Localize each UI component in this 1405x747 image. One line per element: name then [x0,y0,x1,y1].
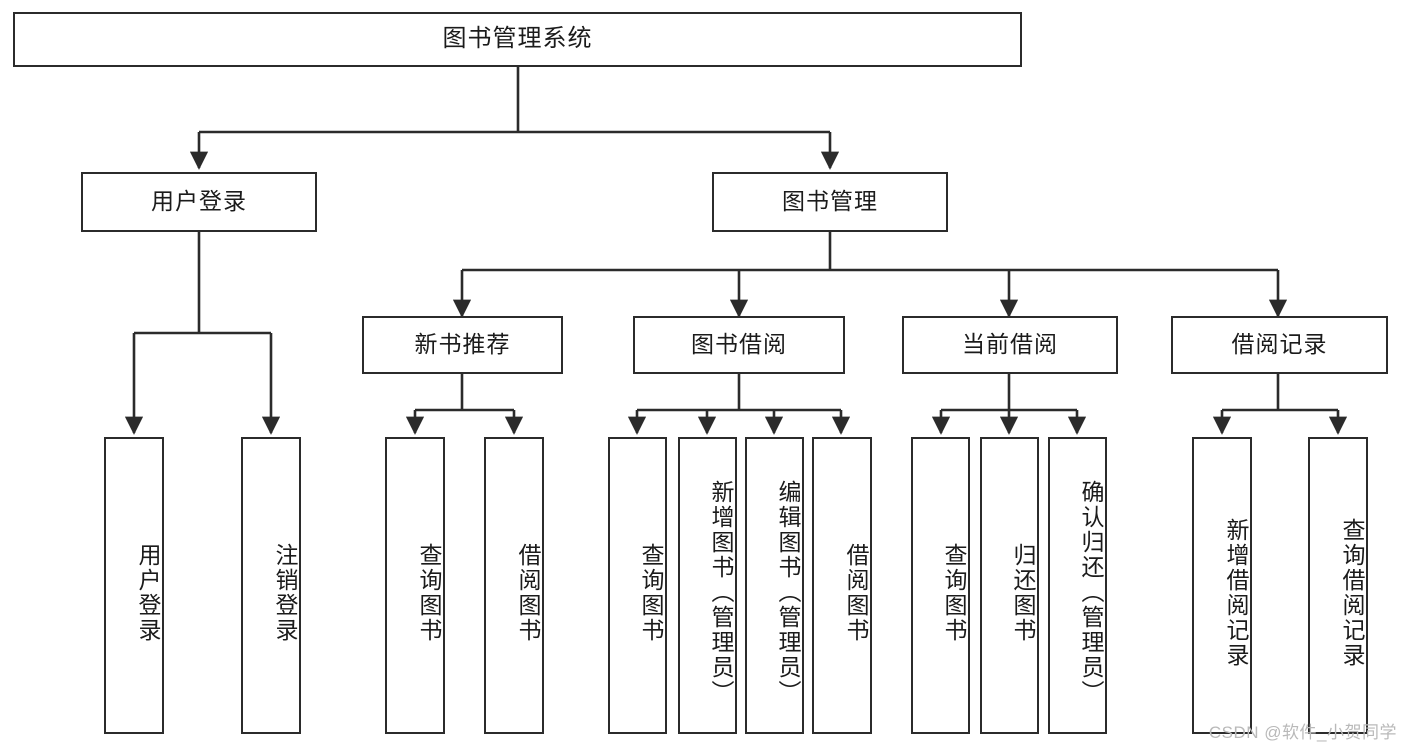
node-leaf-bb-edit-book-admin-label: 编辑图书（管理员） [775,480,801,705]
node-leaf-bb-query-book[interactable]: 查询图书 [608,437,667,734]
node-leaf-bb-borrow-book-label: 借阅图书 [843,542,869,643]
node-book-borrow-label: 图书借阅 [691,331,787,358]
node-borrow-record[interactable]: 借阅记录 [1171,316,1388,374]
node-leaf-br-add-record-label: 新增借阅记录 [1223,517,1249,668]
node-current-borrow-label: 当前借阅 [962,331,1058,358]
node-leaf-user-login-label: 用户登录 [135,542,161,643]
node-book-manage[interactable]: 图书管理 [712,172,948,232]
node-leaf-nbr-borrow-book[interactable]: 借阅图书 [484,437,544,734]
node-borrow-record-label: 借阅记录 [1231,331,1328,358]
node-leaf-cb-return-book-label: 归还图书 [1010,542,1036,643]
node-leaf-cb-confirm-return-admin-label: 确认归还（管理员） [1078,480,1104,705]
node-root-system[interactable]: 图书管理系统 [13,12,1022,67]
node-book-manage-label: 图书管理 [782,188,878,215]
node-leaf-br-query-record-label: 查询借阅记录 [1339,517,1365,668]
node-leaf-bb-edit-book-admin[interactable]: 编辑图书（管理员） [745,437,804,734]
node-leaf-bb-add-book-admin[interactable]: 新增图书（管理员） [678,437,737,734]
node-leaf-nbr-borrow-book-label: 借阅图书 [515,542,541,643]
node-new-book-recommend-label: 新书推荐 [414,331,511,358]
node-leaf-br-add-record[interactable]: 新增借阅记录 [1192,437,1252,734]
node-leaf-nbr-query-book-label: 查询图书 [416,542,442,643]
node-leaf-user-login[interactable]: 用户登录 [104,437,164,734]
csdn-watermark: CSDN @软件_小贺同学 [1208,723,1397,742]
node-root-system-label: 图书管理系统 [442,25,593,53]
node-new-book-recommend[interactable]: 新书推荐 [362,316,563,374]
node-book-borrow[interactable]: 图书借阅 [633,316,845,374]
node-user-login-label: 用户登录 [151,188,247,215]
node-current-borrow[interactable]: 当前借阅 [902,316,1118,374]
node-leaf-bb-query-book-label: 查询图书 [638,542,664,643]
node-leaf-bb-add-book-admin-label: 新增图书（管理员） [708,480,734,705]
node-leaf-cb-return-book[interactable]: 归还图书 [980,437,1039,734]
node-leaf-cb-query-book[interactable]: 查询图书 [911,437,970,734]
node-leaf-br-query-record[interactable]: 查询借阅记录 [1308,437,1368,734]
node-leaf-logout-label: 注销登录 [272,542,298,643]
node-leaf-nbr-query-book[interactable]: 查询图书 [385,437,445,734]
node-user-login[interactable]: 用户登录 [81,172,317,232]
node-leaf-logout[interactable]: 注销登录 [241,437,301,734]
node-leaf-bb-borrow-book[interactable]: 借阅图书 [812,437,872,734]
node-leaf-cb-confirm-return-admin[interactable]: 确认归还（管理员） [1048,437,1107,734]
node-leaf-cb-query-book-label: 查询图书 [941,542,967,643]
